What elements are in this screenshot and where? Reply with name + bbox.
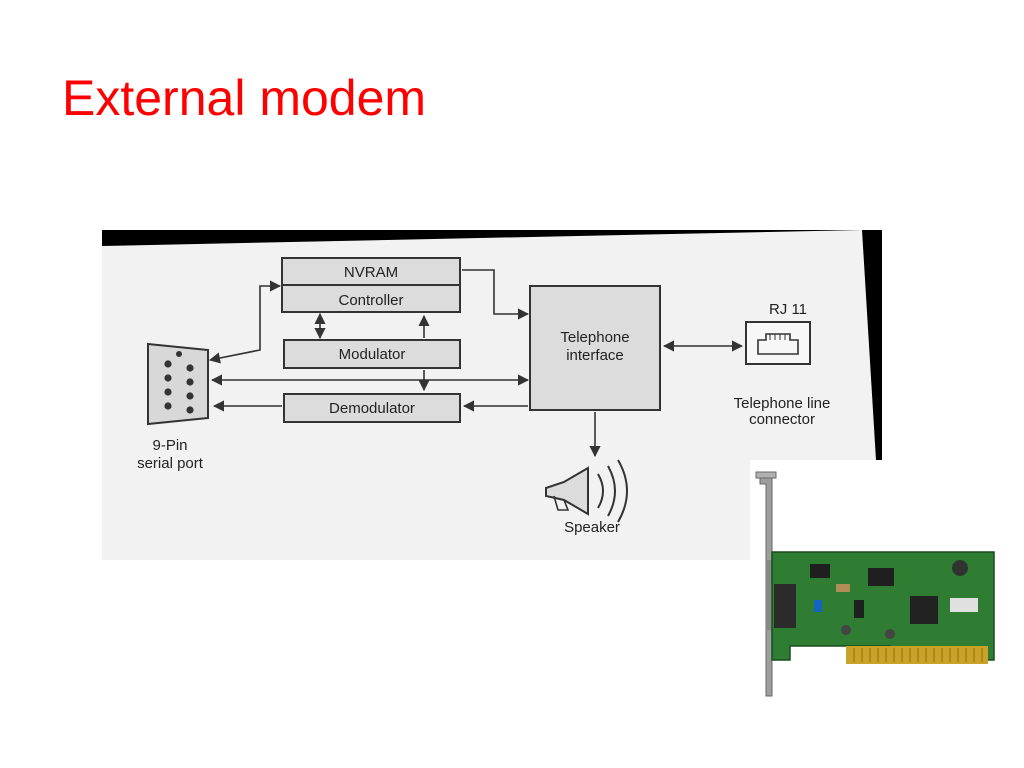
controller-label: Controller — [338, 292, 403, 309]
rj11-socket — [774, 584, 796, 628]
capacitor-round — [841, 625, 851, 635]
edge-connector — [846, 646, 988, 664]
nvram-label: NVRAM — [344, 264, 398, 281]
telephone-line-connector-label-line2: connector — [749, 411, 815, 428]
nvram-controller-block: NVRAM Controller — [281, 257, 461, 313]
telephone-interface-label-line1: Telephone — [560, 329, 629, 346]
modem-block-diagram: NVRAM Controller Modulator Demodulator T… — [102, 230, 882, 560]
crystal — [950, 598, 978, 612]
telephone-line-connector-label-line1: Telephone line — [734, 395, 831, 412]
speaker-icon — [545, 459, 628, 523]
demodulator-block: Demodulator — [283, 393, 461, 423]
serial-port-icon — [147, 342, 209, 426]
chip-tiny — [854, 600, 864, 618]
mounting-bracket — [755, 471, 777, 697]
serial-port-label-line2: serial port — [137, 455, 204, 472]
modem-card-photo — [750, 460, 1002, 710]
chip-secondary — [868, 568, 894, 586]
slide-title: External modem — [62, 70, 427, 126]
rj11-jack-icon — [745, 321, 811, 365]
capacitor-round-2 — [885, 629, 895, 639]
chip-main — [910, 596, 938, 624]
modulator-label: Modulator — [339, 346, 406, 363]
capacitor-blue — [814, 600, 822, 612]
edge-connector-pins — [853, 648, 983, 662]
telephone-interface-block: Telephone interface — [529, 285, 661, 411]
rj11-label: RJ 11 — [769, 301, 807, 318]
serial-port-label-line1: 9-Pin — [152, 437, 187, 454]
speaker-label: Speaker — [564, 519, 620, 536]
chip-small — [810, 564, 830, 578]
resistor — [836, 584, 850, 592]
modulator-block: Modulator — [283, 339, 461, 369]
demodulator-label: Demodulator — [329, 400, 415, 417]
buzzer — [952, 560, 968, 576]
signal-arrows — [208, 269, 744, 458]
telephone-interface-label-line2: interface — [566, 347, 624, 364]
